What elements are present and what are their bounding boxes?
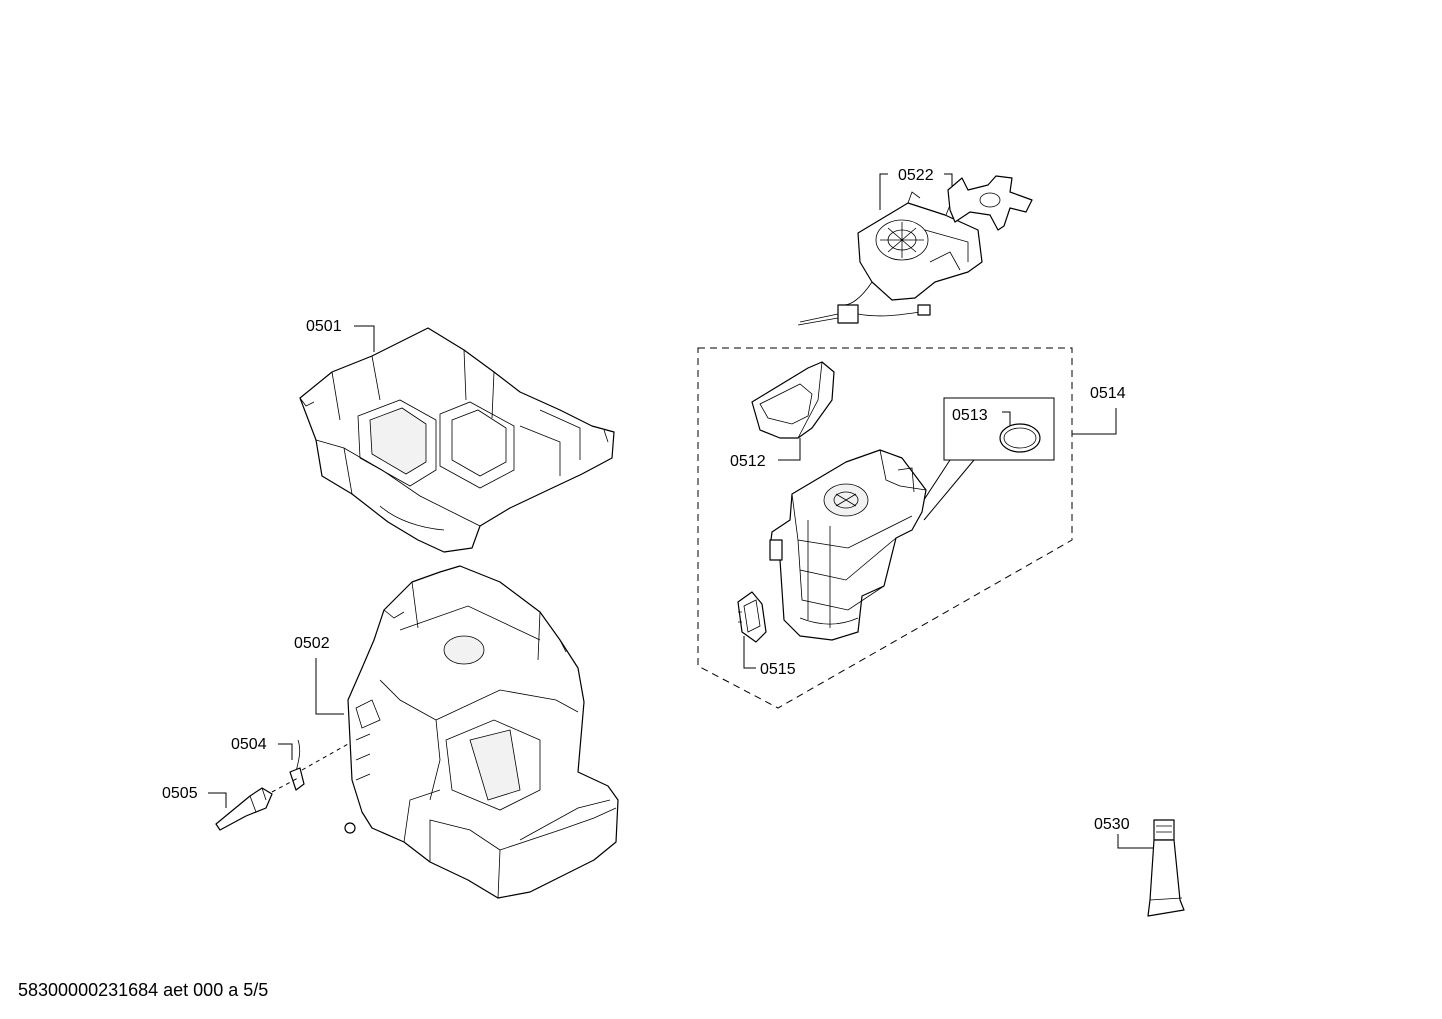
part-label-0513: 0513	[952, 407, 988, 424]
part-label-0501: 0501	[306, 318, 342, 335]
part-0502-chassis	[344, 565, 619, 899]
part-0505-lever	[215, 777, 299, 831]
assembly-boundary-0514	[697, 347, 1073, 709]
label-0502: 0502	[294, 635, 344, 715]
label-0505: 0505	[162, 785, 227, 808]
part-label-0530: 0530	[1094, 816, 1130, 833]
part-label-0514: 0514	[1090, 385, 1126, 402]
label-0514: 0514	[1072, 385, 1126, 435]
part-label-0512: 0512	[730, 453, 766, 470]
part-0512-drip-tray	[751, 361, 835, 439]
part-label-0522: 0522	[898, 167, 934, 184]
part-0515-sensor	[737, 591, 767, 643]
part-0522-motor-unit	[797, 175, 1033, 326]
part-0513-seal-inset	[915, 397, 1055, 521]
label-0530: 0530	[1094, 816, 1154, 849]
part-0504-clip	[289, 739, 349, 791]
part-label-0502: 0502	[294, 635, 330, 652]
part-0501-upper-frame	[299, 327, 615, 553]
label-0513: 0513	[952, 407, 988, 424]
part-label-0515: 0515	[760, 661, 796, 678]
part-0514-brewing-unit	[769, 449, 927, 641]
label-0522: 0522	[879, 167, 953, 210]
label-0504: 0504	[231, 736, 293, 760]
part-label-0504: 0504	[231, 736, 267, 753]
document-id: 58300000231684 aet 000 a 5/5	[18, 980, 269, 1000]
label-0515: 0515	[743, 636, 796, 678]
part-0530-grease-tube	[1147, 819, 1185, 917]
label-0512: 0512	[730, 438, 801, 470]
label-0501: 0501	[306, 318, 375, 352]
part-label-0505: 0505	[162, 785, 198, 802]
